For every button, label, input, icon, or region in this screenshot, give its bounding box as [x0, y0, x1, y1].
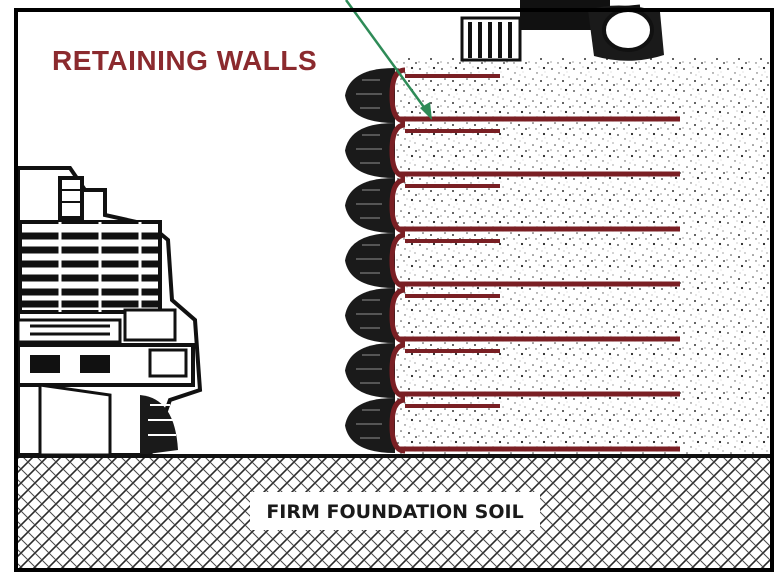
foundation-label: FIRM FOUNDATION SOIL — [266, 501, 523, 523]
diagram-title: RETAINING WALLS — [52, 45, 317, 76]
